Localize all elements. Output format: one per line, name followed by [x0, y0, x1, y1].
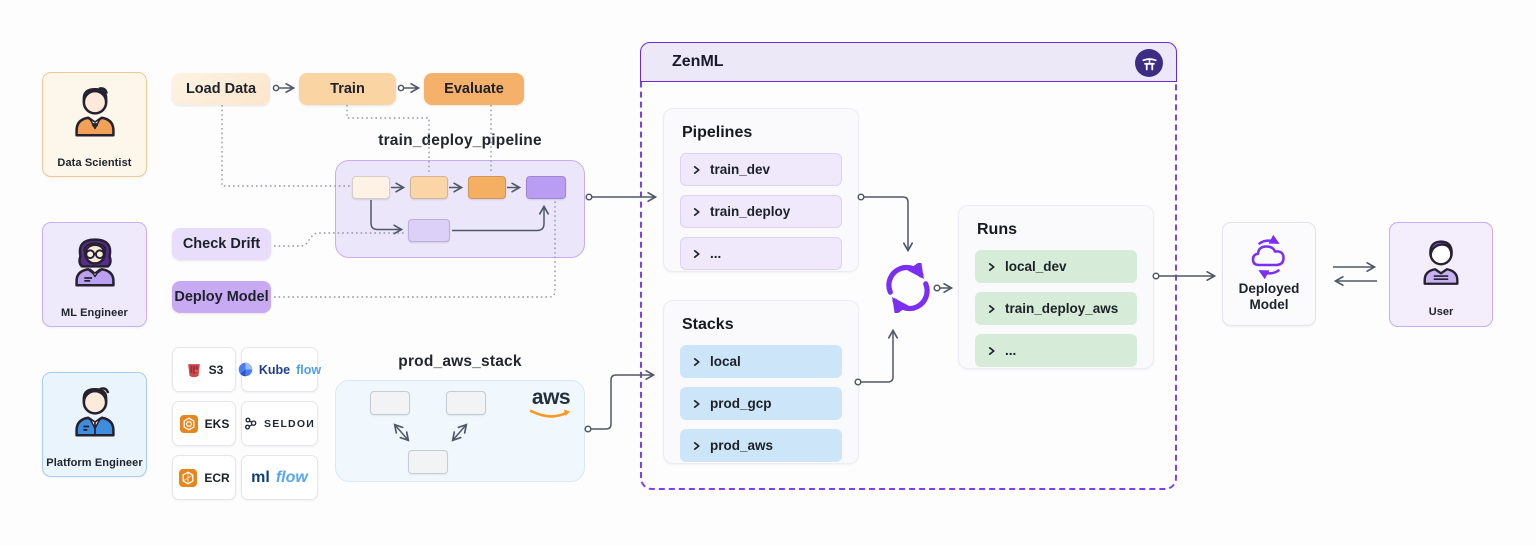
- aws-smile-icon: [529, 409, 570, 418]
- aws-stack-title: prod_aws_stack: [398, 353, 522, 370]
- tool-label-part1: ml: [251, 468, 270, 486]
- persona-card-data-scientist: Data Scientist: [42, 72, 147, 177]
- step-label: Evaluate: [444, 81, 504, 97]
- persona-label: ML Engineer: [61, 307, 128, 319]
- step-train: Train: [299, 73, 396, 105]
- tool-card-eks: EKS: [172, 401, 236, 446]
- user-card: User: [1389, 222, 1493, 327]
- step-label: Load Data: [185, 81, 257, 97]
- step-label: Check Drift: [182, 236, 261, 252]
- persona-label: Platform Engineer: [46, 457, 143, 469]
- seldon-icon: [244, 417, 258, 431]
- runs-panel: Runs local_dev train_deploy_aws ...: [958, 205, 1154, 369]
- pipeline-node-evaluate: [468, 176, 506, 199]
- chevron-right-icon: [988, 262, 995, 271]
- stack-item-local: local: [680, 345, 842, 378]
- step-label: Deploy Model: [174, 289, 269, 305]
- stack-item-prod-gcp: prod_gcp: [680, 387, 842, 420]
- stacks-panel-title: Stacks: [682, 316, 734, 333]
- ecr-icon: [178, 468, 198, 488]
- pipeline-item-train-deploy: train_deploy: [680, 195, 842, 228]
- pipelines-panel-title: Pipelines: [682, 124, 753, 141]
- tool-label: S3: [208, 362, 224, 377]
- chevron-right-icon: [693, 357, 700, 366]
- chevron-right-icon: [693, 399, 700, 408]
- item-label: local_dev: [1005, 259, 1067, 274]
- data-scientist-avatar-icon: [64, 80, 126, 142]
- pipelines-panel: Pipelines train_dev train_deploy ...: [663, 108, 859, 272]
- chevron-right-icon: [693, 165, 700, 174]
- pipeline-node-train: [410, 176, 448, 199]
- chevron-right-icon: [693, 441, 700, 450]
- tool-label-part2: flow: [296, 362, 322, 377]
- eks-icon: [179, 414, 199, 434]
- step-load-data: Load Data: [172, 73, 270, 105]
- stack-item-prod-aws: prod_aws: [680, 429, 842, 462]
- item-label: train_deploy: [710, 204, 791, 219]
- aws-stack-node: [446, 391, 486, 415]
- item-label: ...: [710, 246, 722, 261]
- item-label: prod_aws: [710, 438, 774, 453]
- item-label: ...: [1005, 343, 1017, 358]
- user-label: User: [1428, 306, 1454, 318]
- platform-engineer-avatar-icon: [64, 380, 126, 442]
- s3-icon: [185, 361, 203, 379]
- tool-label-part2: flow: [275, 468, 308, 486]
- tool-card-s3: S3: [172, 347, 236, 392]
- chevron-right-icon: [693, 249, 700, 258]
- tool-label-part1: Kube: [258, 362, 291, 377]
- step-deploy-model: Deploy Model: [172, 281, 271, 313]
- pipeline-item-train-dev: train_dev: [680, 153, 842, 186]
- sync-icon: [883, 263, 933, 313]
- zenml-header: ZenML: [640, 42, 1177, 82]
- chevron-right-icon: [988, 346, 995, 355]
- deployed-model-label: Deployed Model: [1238, 281, 1300, 312]
- pipeline-node-drift: [408, 219, 450, 242]
- aws-logo: aws: [527, 387, 575, 420]
- zenml-logo-icon: [1135, 49, 1163, 77]
- run-item-train-deploy-aws: train_deploy_aws: [975, 292, 1137, 325]
- deployed-model-cloud-icon: [1246, 235, 1292, 280]
- chevron-right-icon: [988, 304, 995, 313]
- ml-engineer-avatar-icon: [64, 230, 126, 292]
- tool-card-seldon: SELDOИ: [241, 401, 318, 446]
- chevron-right-icon: [693, 207, 700, 216]
- persona-card-ml-engineer: ML Engineer: [42, 222, 147, 327]
- step-check-drift: Check Drift: [172, 228, 271, 260]
- zenml-title: ZenML: [672, 53, 724, 70]
- runs-panel-title: Runs: [977, 221, 1017, 238]
- tool-label: SELDOИ: [264, 417, 315, 430]
- tool-card-kubeflow: Kube flow: [238, 347, 322, 392]
- run-item-more: ...: [975, 334, 1137, 367]
- tool-label: ECR: [204, 470, 230, 485]
- item-label: train_dev: [710, 162, 771, 177]
- step-evaluate: Evaluate: [424, 73, 524, 105]
- pipeline-node-load: [352, 176, 390, 199]
- pipeline-box: [335, 160, 585, 258]
- user-avatar-icon: [1412, 233, 1470, 291]
- persona-card-platform-engineer: Platform Engineer: [42, 372, 147, 477]
- item-label: train_deploy_aws: [1005, 301, 1119, 316]
- item-label: local: [710, 354, 741, 369]
- step-label: Train: [330, 81, 365, 97]
- kubeflow-icon: [238, 362, 253, 377]
- pipeline-node-deploy: [526, 176, 566, 199]
- pipeline-item-more: ...: [680, 237, 842, 270]
- item-label: prod_gcp: [710, 396, 772, 411]
- stacks-panel: Stacks local prod_gcp prod_aws: [663, 300, 859, 464]
- aws-stack-node: [408, 450, 448, 474]
- run-item-local-dev: local_dev: [975, 250, 1137, 283]
- tool-card-ecr: ECR: [172, 455, 236, 500]
- tool-label: EKS: [204, 416, 230, 431]
- persona-label: Data Scientist: [57, 157, 132, 169]
- aws-logo-text: aws: [531, 386, 571, 409]
- pipeline-title: train_deploy_pipeline: [378, 132, 542, 149]
- deployed-model-card: Deployed Model: [1222, 222, 1316, 326]
- aws-stack-node: [370, 391, 410, 415]
